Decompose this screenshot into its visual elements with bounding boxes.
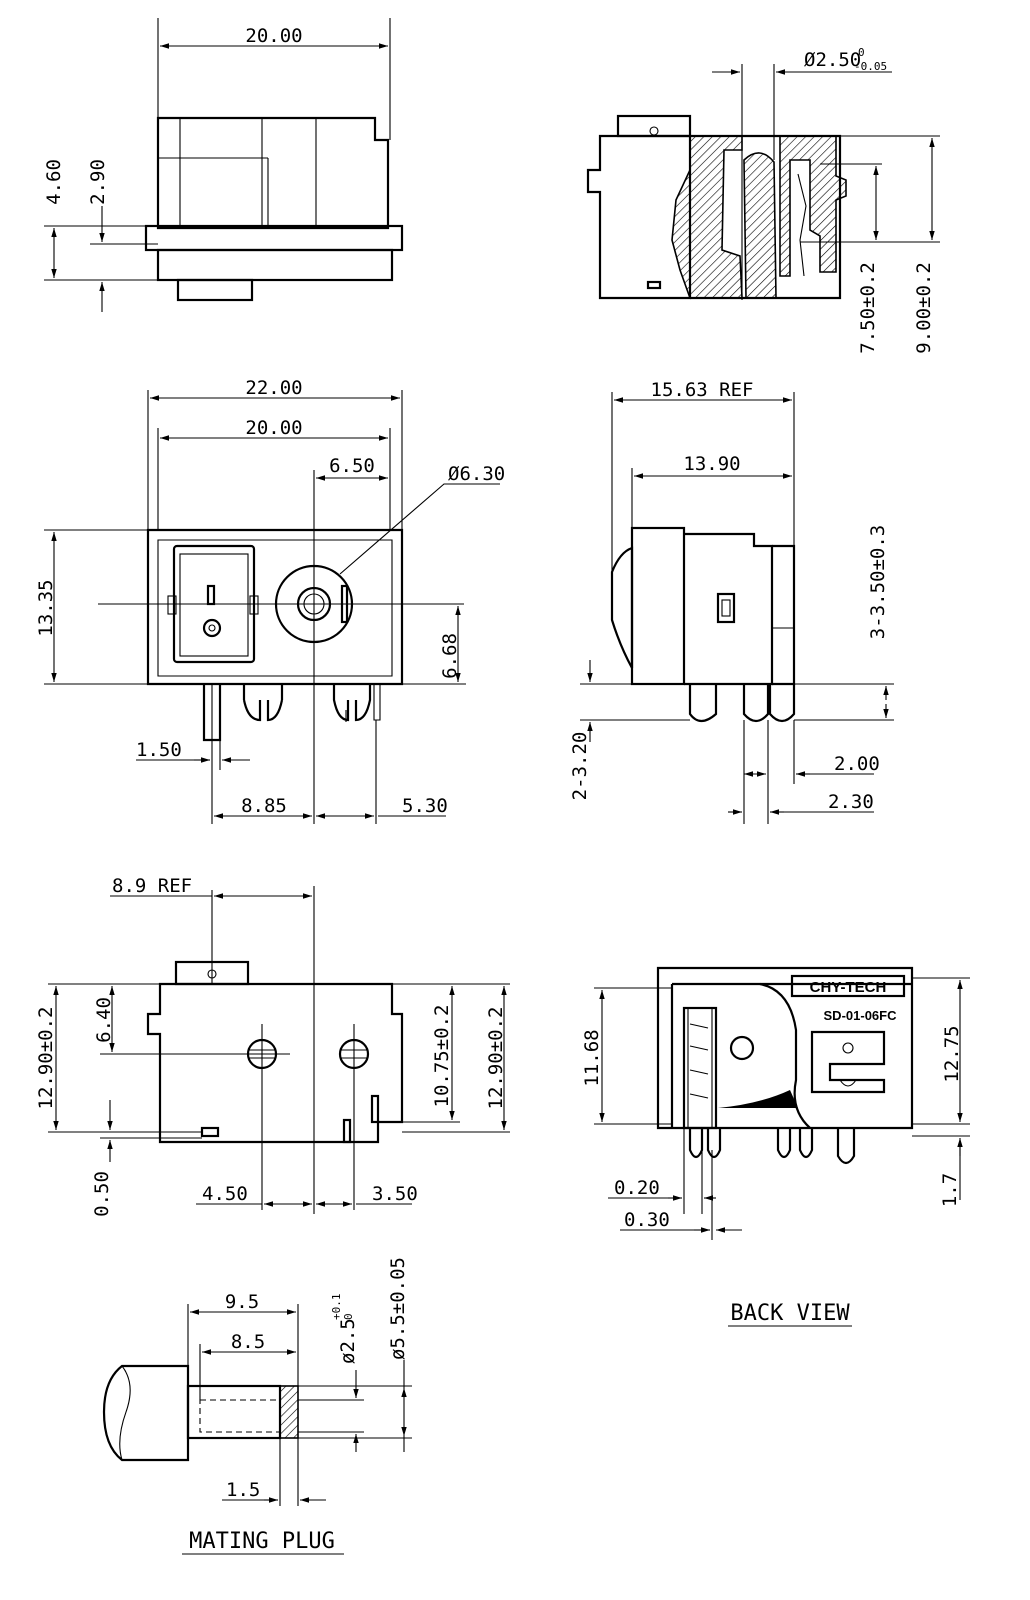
side-section-view: Ø2.50 0 -0.05 7.50±0.2 9.00±0.2	[586, 46, 940, 354]
plug-outer-dia-label: ø5.5±0.05	[387, 1257, 409, 1360]
bottom-h-inner-label: 10.75±0.2	[431, 1005, 453, 1108]
side-pin-dia-label: Ø2.50	[804, 49, 861, 71]
plug-inner-tol-upper: +0.1	[330, 1294, 343, 1321]
back-height-left-label: 11.68	[581, 1029, 603, 1086]
back-gap-2-label: 0.30	[624, 1209, 670, 1231]
right-pin-width-b-label: 2.00	[834, 753, 880, 775]
top-width-label: 20.00	[245, 25, 302, 47]
back-gap-1-label: 0.20	[614, 1177, 660, 1199]
right-length-label: 13.90	[683, 453, 740, 475]
plug-len-2-label: 8.5	[231, 1331, 265, 1353]
right-pin-length-label: 3-3.50±0.3	[867, 525, 889, 639]
side-pin-tol-upper: 0	[858, 46, 865, 59]
plug-ring-label: 1.5	[226, 1479, 260, 1501]
front-pin-spacing-1-label: 8.85	[241, 795, 287, 817]
back-model-label: SD-01-06FC	[824, 1008, 898, 1023]
mating-plug-caption: MATING PLUG	[189, 1529, 335, 1554]
right-pin-width-a-label: 2-3.20	[569, 732, 591, 801]
bottom-view: 8.9 REF 12.90±0.2 6.40 10.75±0.2 12.90±0…	[35, 875, 510, 1217]
front-jack-offset-label: 6.50	[329, 455, 375, 477]
bottom-h-right-label: 12.90±0.2	[485, 1007, 507, 1110]
bottom-spacing-2-label: 3.50	[372, 1183, 418, 1205]
right-side-view: 15.63 REF 13.90 3-3.50±0.3 2-3.20 2.00 2…	[569, 379, 894, 824]
bottom-ref-dim-label: 8.9 REF	[112, 875, 192, 897]
right-ref-length-label: 15.63 REF	[651, 379, 754, 401]
bottom-h-left-label: 12.90±0.2	[35, 1007, 57, 1110]
side-h1-label: 7.50±0.2	[857, 262, 879, 354]
top-h1-label: 4.60	[43, 159, 65, 205]
front-view: 22.00 20.00 6.50 Ø6.30 13.35 6.68 1.50 8…	[35, 377, 505, 824]
front-center-height-label: 6.68	[439, 633, 461, 679]
side-h2-label: 9.00±0.2	[913, 262, 935, 354]
bottom-spacing-1-label: 4.50	[202, 1183, 248, 1205]
plug-inner-dia-label: ø2.5	[337, 1318, 359, 1364]
back-pin-len-label: 1.7	[939, 1173, 961, 1207]
plug-len-1-label: 9.5	[225, 1291, 259, 1313]
side-pin-tol-lower: -0.05	[854, 60, 887, 73]
plug-inner-tol-lower: 0	[342, 1313, 355, 1320]
front-pin-spacing-2-label: 5.30	[402, 795, 448, 817]
front-jack-dia-label: Ø6.30	[448, 463, 505, 485]
back-view-caption: BACK VIEW	[730, 1301, 850, 1326]
top-view: 20.00 4.60 2.90	[43, 18, 404, 312]
bottom-offset-label: 0.50	[91, 1171, 113, 1217]
bottom-h-mid-label: 6.40	[93, 997, 115, 1043]
back-height-right-label: 12.75	[941, 1025, 963, 1082]
front-pin-width-label: 1.50	[136, 739, 182, 761]
front-height-label: 13.35	[35, 579, 57, 636]
back-brand-label: CHY-TECH	[810, 979, 887, 996]
mating-plug: 9.5 8.5 ø2.5 +0.1 0 ø5.5±0.05 1.5 MATING…	[102, 1257, 412, 1555]
back-view: CHY-TECH SD-01-06FC 11.68 12.75 1.7 0.20…	[581, 966, 970, 1327]
front-body-width-label: 20.00	[245, 417, 302, 439]
top-h2-label: 2.90	[87, 159, 109, 205]
front-overall-width-label: 22.00	[245, 377, 302, 399]
right-pin-width-c-label: 2.30	[828, 791, 874, 813]
